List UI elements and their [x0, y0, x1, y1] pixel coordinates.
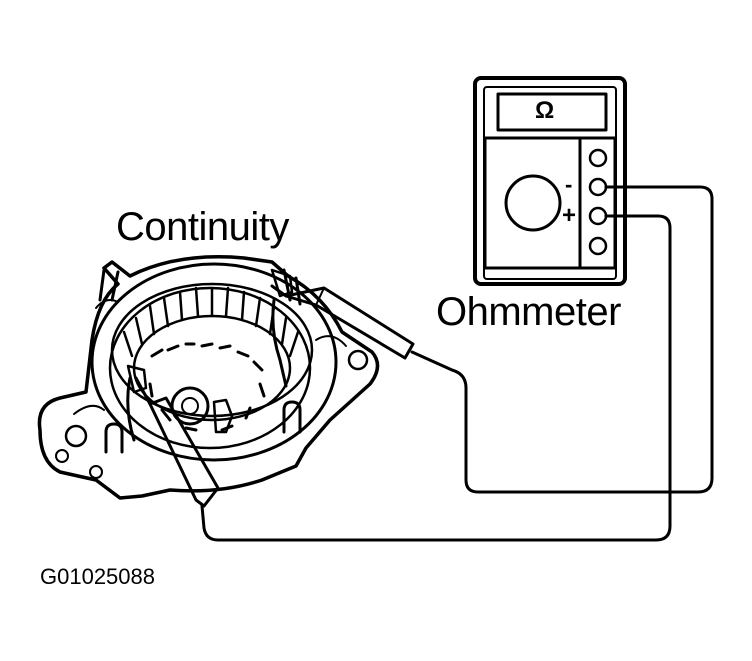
- meter-terminal-minus: [588, 177, 608, 197]
- meter-terminal-plus: [588, 206, 608, 226]
- continuity-label: Continuity: [116, 205, 289, 249]
- ohmmeter-device: [473, 76, 627, 286]
- meter-terminal-1: [588, 148, 608, 168]
- ohm-symbol: Ω: [535, 97, 555, 124]
- meter-dial: [504, 174, 562, 232]
- test-lead-wire-negative: [410, 185, 714, 494]
- test-lead-wire-positive: [200, 214, 672, 542]
- minus-terminal-label: -: [565, 172, 573, 197]
- probe-lower: [126, 364, 220, 508]
- meter-terminal-4: [588, 236, 608, 256]
- alternator-stator: [37, 255, 380, 500]
- figure-id-label: G01025088: [40, 564, 155, 589]
- ohmmeter-label: Ohmmeter: [436, 290, 621, 334]
- plus-terminal-label: +: [562, 202, 577, 229]
- meter-display: [496, 92, 608, 132]
